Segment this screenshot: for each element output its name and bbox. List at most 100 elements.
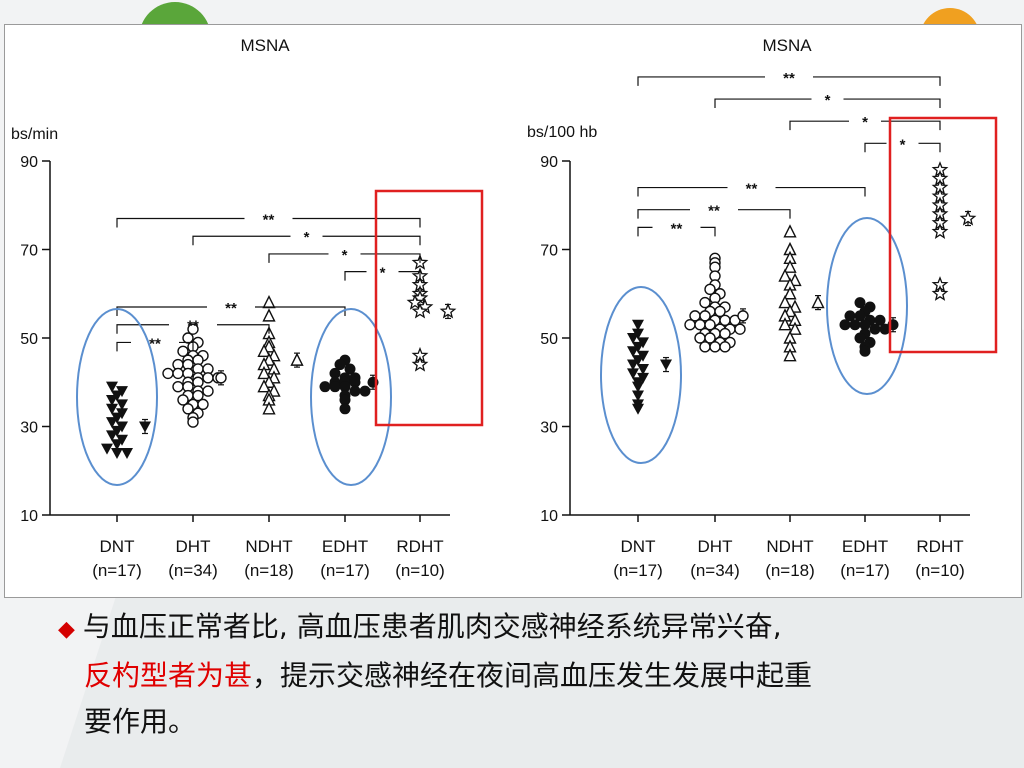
bracket-line-left xyxy=(637,209,690,219)
bracket-line-right xyxy=(292,217,421,228)
filled-triangle-marker xyxy=(627,359,639,371)
open-star-marker xyxy=(959,209,977,226)
significance-label: * xyxy=(304,229,310,246)
data-point xyxy=(704,332,716,344)
data-point xyxy=(632,390,644,402)
filled-circle-marker xyxy=(349,376,361,388)
data-point xyxy=(182,403,194,415)
open-circle-marker xyxy=(202,385,214,397)
bracket-line-left xyxy=(116,306,207,317)
data-point xyxy=(854,310,866,322)
data-point xyxy=(719,341,731,353)
category-label: DNT xyxy=(621,537,656,556)
data-point xyxy=(349,376,361,388)
filled-triangle-marker xyxy=(111,448,123,460)
open-triangle-marker xyxy=(783,224,797,238)
caption-line-2: 反杓型者为甚，提示交感神经在夜间高血压发生发展中起重 xyxy=(58,653,988,699)
chart-title: MSNA xyxy=(762,36,812,55)
filled-triangle-marker xyxy=(627,346,639,358)
open-circle-marker xyxy=(714,305,726,318)
bracket-line-left xyxy=(344,271,367,281)
data-point xyxy=(101,443,113,455)
filled-triangle-marker xyxy=(106,417,118,429)
data-point xyxy=(931,223,949,239)
data-point xyxy=(778,295,792,309)
highlight-box xyxy=(374,189,484,427)
open-circle-marker xyxy=(684,319,696,331)
significance-bracket: ** xyxy=(116,300,346,317)
significance-bracket: ** xyxy=(116,212,421,229)
filled-circle-marker xyxy=(344,363,356,375)
category-n-label: (n=18) xyxy=(765,561,815,580)
filled-circle-marker xyxy=(849,319,861,331)
data-point xyxy=(192,389,204,402)
category-n-label: (n=17) xyxy=(92,561,142,580)
open-circle-marker xyxy=(734,323,746,335)
filled-triangle-marker xyxy=(111,439,123,451)
filled-triangle-marker xyxy=(632,381,644,393)
open-triangle-marker xyxy=(783,286,797,300)
open-circle-marker xyxy=(187,323,199,335)
filled-circle-marker xyxy=(359,385,371,397)
data-point xyxy=(202,385,214,397)
mean-marker xyxy=(959,209,977,226)
open-circle-marker xyxy=(202,372,214,384)
data-point xyxy=(719,327,731,340)
y-tick-label: 50 xyxy=(20,331,38,348)
category-label: RDHT xyxy=(396,537,443,556)
filled-triangle-marker xyxy=(632,390,644,402)
open-circle-marker xyxy=(177,394,189,406)
data-point xyxy=(197,398,209,411)
filled-circle-marker xyxy=(879,323,891,335)
data-point xyxy=(339,381,351,393)
data-point xyxy=(788,321,802,335)
filled-triangle-marker xyxy=(106,394,118,406)
caption-line-3-text: 要作用。 xyxy=(84,705,197,738)
data-point xyxy=(839,319,851,331)
highlight-ellipse xyxy=(826,217,908,395)
data-point xyxy=(783,286,797,300)
significance-label: * xyxy=(380,265,386,282)
data-point xyxy=(162,367,174,380)
mean-marker xyxy=(811,295,825,309)
significance-bracket: ** xyxy=(637,70,941,87)
caption-line-1-text: 与血压正常者比, 高血压患者肌肉交感神经系统异常兴奋, xyxy=(82,610,782,643)
data-point xyxy=(329,367,341,379)
bracket-line-left xyxy=(864,142,887,153)
data-point xyxy=(704,283,716,296)
bracket-line-right xyxy=(360,253,421,263)
filled-triangle-marker xyxy=(101,443,113,455)
bracket-line-right xyxy=(775,186,866,197)
bracket-line-right xyxy=(398,271,421,281)
significance-bracket: ** xyxy=(637,203,791,220)
bracket-line-right xyxy=(843,98,941,109)
bracket-line-right xyxy=(179,341,194,352)
filled-triangle-marker xyxy=(116,399,128,411)
chart-title: MSNA xyxy=(240,36,290,55)
diamond-bullet-icon: ◆ xyxy=(58,617,75,642)
y-tick-label: 30 xyxy=(20,420,38,437)
data-point xyxy=(349,385,361,397)
filled-circle-marker xyxy=(339,394,351,406)
bracket-line-left xyxy=(637,76,765,86)
data-point xyxy=(709,341,721,353)
data-point xyxy=(257,379,271,393)
series-dnt xyxy=(101,381,151,460)
data-point xyxy=(844,310,856,322)
data-point xyxy=(339,403,351,415)
caption-text: ◆ 与血压正常者比, 高血压患者肌肉交感神经系统异常兴奋, 反杓型者为甚，提示交感… xyxy=(58,604,988,745)
significance-label: ** xyxy=(149,335,161,352)
open-circle-marker xyxy=(172,367,184,380)
data-point xyxy=(106,403,118,415)
series-rdht xyxy=(406,254,457,372)
category-n-label: (n=17) xyxy=(840,561,890,580)
caption-line-3: 要作用。 xyxy=(58,699,988,745)
filled-triangle-marker xyxy=(139,421,151,433)
data-point xyxy=(859,345,871,357)
significance-label: * xyxy=(342,247,348,264)
bracket-line-right xyxy=(322,235,421,246)
filled-triangle-marker xyxy=(106,430,118,442)
data-point xyxy=(854,332,866,344)
open-circle-marker xyxy=(699,296,711,309)
